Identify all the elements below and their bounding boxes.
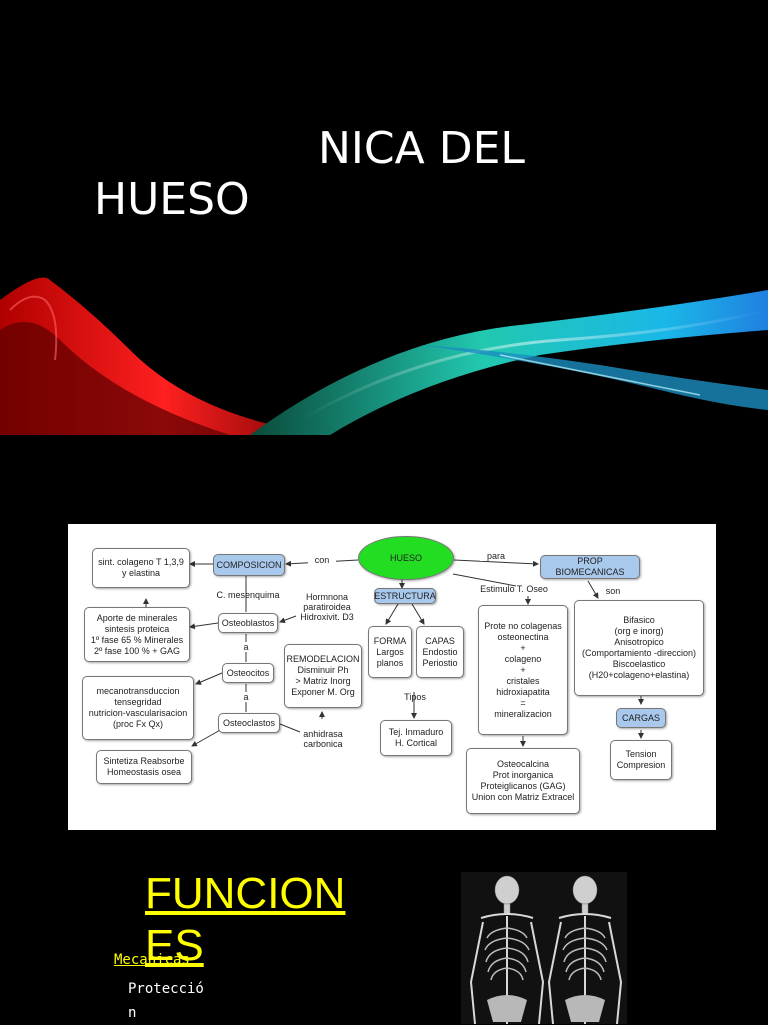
slide-title-line2: HUESO: [94, 174, 250, 225]
node-colageno: sint. colageno T 1,3,9 y elastina: [92, 548, 190, 588]
label-tipos: Tipos: [404, 692, 426, 702]
node-osteocalcina: Osteocalcina Prot inorganica Proteiglica…: [466, 748, 580, 814]
skeleton-xray-image: [461, 872, 627, 1024]
node-tension: Tension Compresion: [610, 740, 672, 780]
node-estructura: ESTRUCTURA: [374, 588, 436, 604]
node-cargas: CARGAS: [616, 708, 666, 728]
node-prote-no-colagenas: Prote no colagenas osteonectina + colage…: [478, 605, 568, 735]
slide-title-line1: NICA DEL: [318, 123, 525, 174]
node-sintetiza: Sintetiza Reabsorbe Homeostasis osea: [96, 750, 192, 784]
proteccion-text: Protección: [128, 981, 204, 1021]
node-mecanotransduccion: mecanotransduccion tensegridad nutricion…: [82, 676, 194, 740]
node-bifasico: Bifasico (org e inorg) Anisotropico (Com…: [574, 600, 704, 696]
node-prop-biomecanicas: PROP BIOMECANICAS: [540, 555, 640, 579]
node-remodelacion: REMODELACION Disminuir Ph > Matriz Inorg…: [284, 644, 362, 708]
label-estimulo: Estimulo T. Oseo: [480, 584, 548, 594]
label-a-1: a: [241, 642, 251, 652]
funciones-heading: FUNCIONES: [145, 869, 346, 970]
concept-map: HUESO COMPOSICION ESTRUCTURA PROP BIOMEC…: [68, 524, 716, 830]
label-con: con: [308, 555, 336, 565]
label-hormona: Hormnona paratiroidea Hidroxivit. D3: [300, 592, 354, 622]
node-osteoblastos: Osteoblastos: [218, 613, 278, 633]
node-aporte: Aporte de minerales sintesis proteica 1º…: [84, 607, 190, 662]
node-forma: FORMA Largos planos: [368, 626, 412, 678]
node-tej-inmaduro: Tej. Inmaduro H. Cortical: [380, 720, 452, 756]
label-anhidrasa: anhidrasa carbonica: [303, 729, 343, 749]
label-son: son: [605, 586, 621, 596]
node-osteoclastos: Osteoclastos: [218, 713, 280, 733]
label-a-2: a: [241, 692, 251, 702]
label-para: para: [480, 551, 512, 561]
node-hueso: HUESO: [358, 536, 454, 580]
node-capas: CAPAS Endostio Periostio: [416, 626, 464, 678]
node-composicion: COMPOSICION: [213, 554, 285, 576]
decorative-swoosh-banner: [0, 277, 768, 435]
node-osteocitos: Osteocitos: [222, 663, 274, 683]
label-mesenquima: C. mesenquima: [216, 590, 280, 600]
mecanicas-link[interactable]: Mecanicas: [114, 952, 190, 968]
